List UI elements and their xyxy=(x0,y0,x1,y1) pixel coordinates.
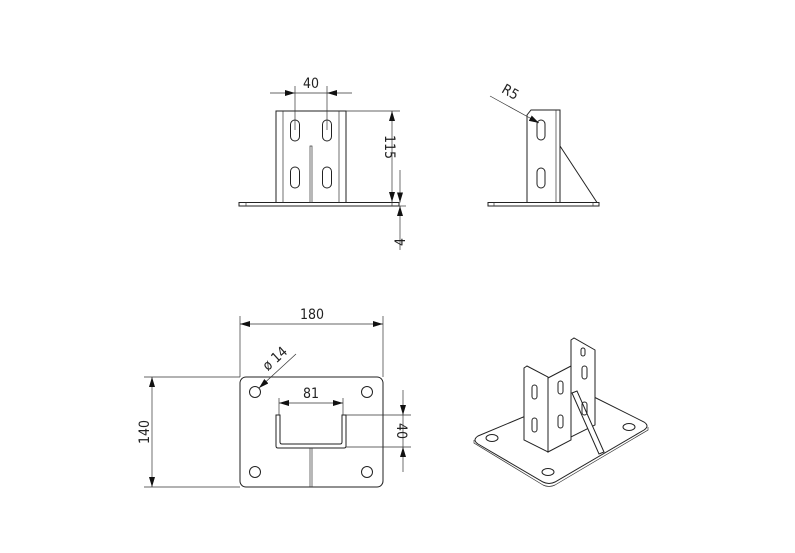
slot xyxy=(531,384,538,400)
mounting-hole xyxy=(541,468,555,476)
slot xyxy=(531,417,538,433)
mounting-hole xyxy=(249,386,261,398)
dimension-4: 4 xyxy=(393,170,409,250)
gusset xyxy=(559,145,598,203)
dim-label: 140 xyxy=(137,420,153,444)
dim-label: ø 14 xyxy=(260,344,291,374)
dim-label: 180 xyxy=(300,307,324,323)
center-rib xyxy=(309,145,313,203)
dim-label: 40 xyxy=(393,423,409,439)
dimension-40-channel: 40 xyxy=(346,390,411,472)
mounting-hole xyxy=(622,423,636,431)
isometric-view xyxy=(473,337,649,487)
base-plate xyxy=(487,202,600,207)
mounting-hole xyxy=(361,386,373,398)
base-plate xyxy=(239,376,384,488)
slot xyxy=(581,365,588,380)
iso-web xyxy=(547,365,572,453)
dimension-r5: R5 xyxy=(489,81,540,124)
plan-view: 180 140 ø 14 81 40 xyxy=(137,307,411,488)
dim-label: R5 xyxy=(499,81,522,103)
channel-section xyxy=(275,414,347,449)
dim-label: 115 xyxy=(381,135,397,159)
dim-label: 4 xyxy=(393,238,409,246)
slot xyxy=(581,401,588,416)
upright xyxy=(526,109,561,203)
slot xyxy=(536,167,546,189)
dimension-115: 115 xyxy=(346,110,400,202)
channel-upright xyxy=(275,110,347,203)
slot xyxy=(557,380,564,395)
mounting-hole xyxy=(485,434,499,442)
iso-gusset xyxy=(571,390,605,455)
dimension-140: 140 xyxy=(137,376,240,488)
base-plate xyxy=(238,202,400,207)
dimension-hole-diameter: ø 14 xyxy=(258,344,297,389)
mounting-hole xyxy=(249,466,261,478)
slot xyxy=(557,414,564,429)
dim-label: 81 xyxy=(303,386,319,402)
slot xyxy=(290,166,300,189)
dim-label: 40 xyxy=(303,76,319,92)
slot xyxy=(322,166,332,189)
slot xyxy=(580,347,586,357)
dimension-180: 180 xyxy=(239,307,384,377)
slot xyxy=(536,119,546,141)
dimension-81: 81 xyxy=(278,386,344,415)
mounting-hole xyxy=(361,466,373,478)
iso-front-flange xyxy=(523,365,549,453)
front-view: 40 115 4 xyxy=(238,76,409,250)
dimension-40-slots: 40 xyxy=(270,76,352,130)
side-view: R5 xyxy=(487,81,600,207)
iso-back-flange xyxy=(570,337,596,438)
